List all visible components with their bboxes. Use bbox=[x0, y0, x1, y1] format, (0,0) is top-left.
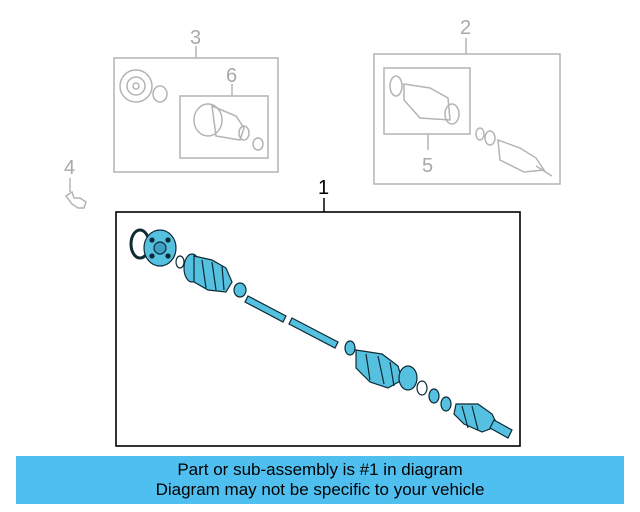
info-line-2: Diagram may not be specific to your vehi… bbox=[155, 480, 485, 499]
axle-shaft-segment-2 bbox=[288, 317, 339, 349]
callout-2: 2 bbox=[460, 17, 471, 39]
callout-1: 1 bbox=[318, 177, 329, 199]
outer-boot bbox=[355, 349, 403, 389]
assembly-6-frame bbox=[179, 95, 269, 159]
axle-shaft-assembly bbox=[129, 228, 513, 439]
callout-4: 4 bbox=[64, 157, 75, 179]
inner-boot bbox=[193, 255, 233, 293]
callout-3: 3 bbox=[190, 27, 201, 49]
info-banner: Part or sub-assembly is #1 in diagram Di… bbox=[16, 456, 624, 504]
assembly-2-frame bbox=[373, 53, 561, 185]
assembly-2-group bbox=[373, 38, 561, 185]
info-line-1: Part or sub-assembly is #1 in diagram bbox=[177, 460, 463, 479]
bolt-4-group bbox=[64, 178, 87, 209]
assembly-5-frame bbox=[383, 67, 471, 135]
assembly-3-frame bbox=[113, 57, 279, 173]
assembly-3-group bbox=[113, 46, 279, 173]
outer-joint-housing bbox=[453, 403, 499, 433]
axle-shaft-segment-1 bbox=[244, 295, 287, 323]
callout-6: 6 bbox=[226, 65, 237, 87]
stub-shaft bbox=[489, 419, 513, 439]
assembly-1-frame bbox=[115, 211, 521, 447]
outer-cv-joint bbox=[398, 365, 418, 391]
callout-5: 5 bbox=[422, 155, 433, 177]
